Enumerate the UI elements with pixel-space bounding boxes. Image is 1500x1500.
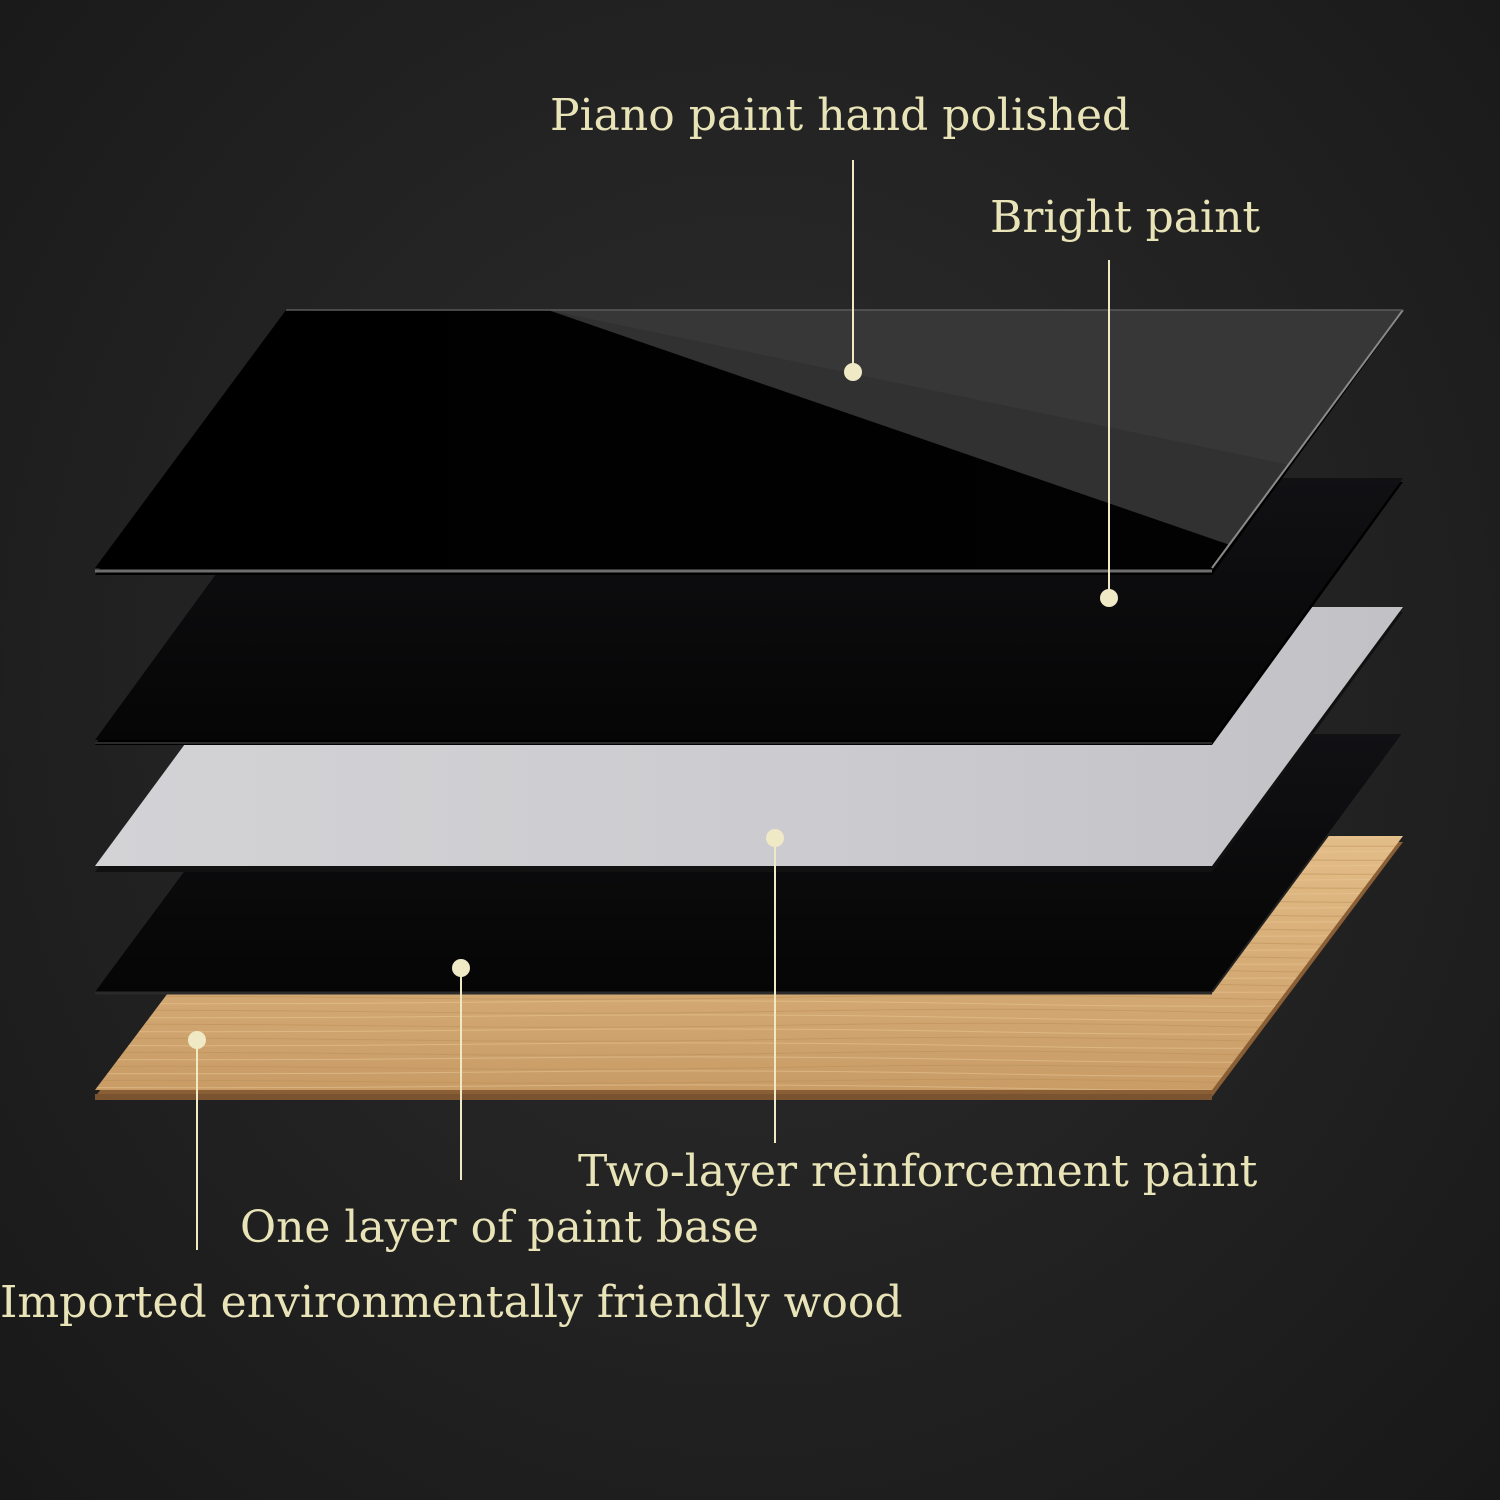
label-reinforcement-paint: Two-layer reinforcement paint <box>578 1146 1258 1197</box>
marker-dot-bright-paint <box>1100 589 1118 607</box>
label-wood: Imported environmentally friendly wood <box>0 1277 903 1328</box>
leader-lines <box>188 160 1118 1250</box>
label-paint-base: One layer of paint base <box>240 1202 759 1253</box>
label-bright-paint: Bright paint <box>990 192 1261 243</box>
marker-dot-reinforcement <box>766 829 784 847</box>
marker-dot-piano-paint <box>844 363 862 381</box>
label-piano-paint: Piano paint hand polished <box>550 90 1131 141</box>
marker-dot-paint-base <box>452 959 470 977</box>
marker-dot-wood <box>188 1031 206 1049</box>
piano-paint-layer <box>95 309 1404 575</box>
